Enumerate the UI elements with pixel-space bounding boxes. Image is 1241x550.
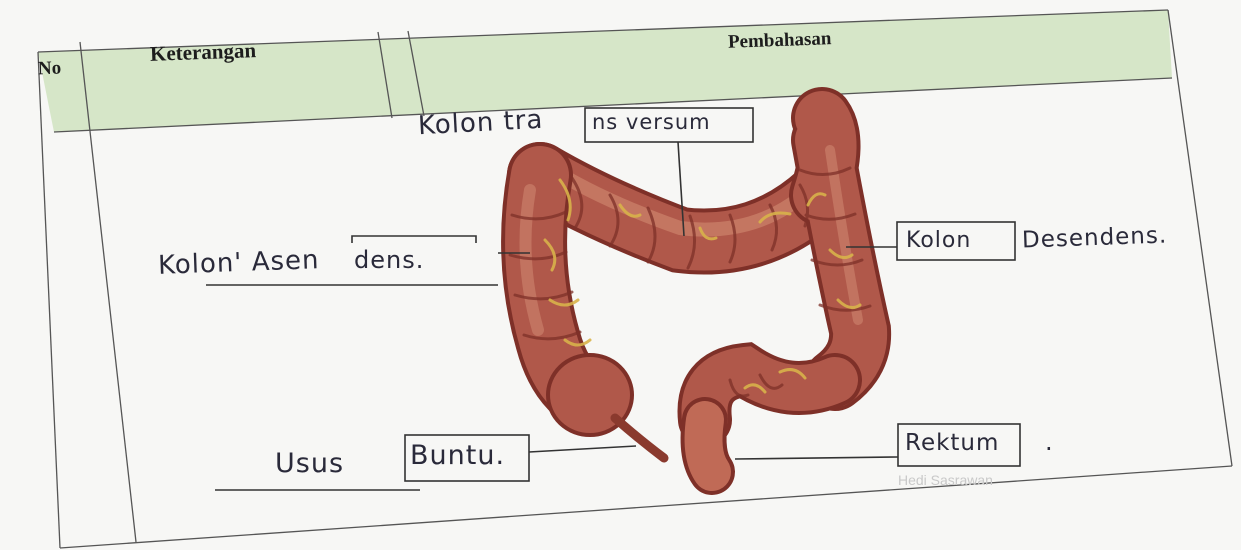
pointer-rektum [735, 457, 898, 459]
pointer-transversum [678, 142, 684, 236]
label-asendens-prefix: Kolon' Asen [158, 245, 320, 281]
pointer-usus-buntu [529, 446, 636, 452]
box-asendens [352, 236, 476, 243]
label-rektum-suffix: . [1045, 428, 1054, 456]
label-usus-box: Buntu. [410, 440, 505, 471]
label-desendens-suffix: Desendens. [1022, 222, 1168, 253]
label-transversum-box: ns versum [592, 110, 711, 134]
label-asendens-box: dens. [354, 246, 424, 274]
label-desendens-box: Kolon [906, 228, 971, 253]
label-rektum-box: Rektum [905, 430, 999, 456]
watermark: Hedi Sasrawan [898, 472, 993, 488]
label-usus-prefix: Usus [275, 448, 344, 479]
